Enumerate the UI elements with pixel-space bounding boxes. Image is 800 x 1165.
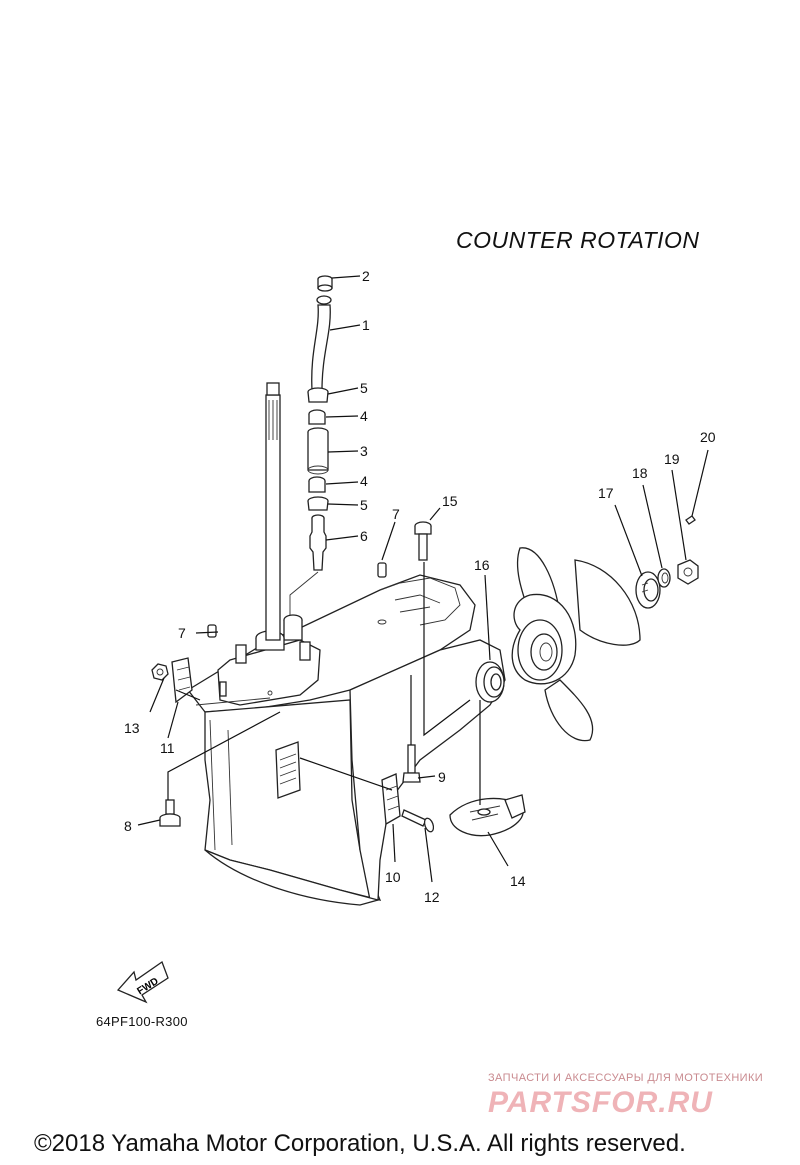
callout-labels: 2 1 5 4 3 4 5 6 7 15 16 17 18 19 20 7 13… (124, 268, 716, 905)
part-14-trim-tab (449, 794, 526, 837)
part-10-anode (381, 773, 401, 826)
part-8-bolt (159, 799, 181, 827)
lower-unit-housing (187, 574, 506, 906)
part-6-water-pipe (309, 514, 327, 571)
callout-2: 2 (362, 268, 370, 284)
part-13-nut (151, 663, 169, 681)
copyright-notice: ©2018 Yamaha Motor Corporation, U.S.A. A… (34, 1130, 686, 1157)
callout-16: 16 (474, 557, 490, 573)
part-18-washer (657, 568, 671, 588)
fwd-arrow-icon: FWD (116, 960, 169, 1004)
drive-shaft (265, 382, 281, 641)
callout-7-left: 7 (178, 625, 186, 641)
callout-12: 12 (424, 889, 440, 905)
water-tube-guide-line (289, 571, 319, 615)
part-4-bushing-lower (308, 476, 326, 493)
watermark-tagline: ЗАПЧАСТИ И АКСЕССУАРЫ ДЛЯ МОТОТЕХНИКИ (488, 1072, 764, 1084)
part-4-bushing-upper (308, 409, 326, 425)
part-5-grommet-lower (307, 496, 329, 511)
callout-9: 9 (438, 769, 446, 785)
callout-20: 20 (700, 429, 716, 445)
callout-11: 11 (160, 740, 175, 756)
part-5-grommet-upper (307, 387, 329, 403)
callout-19: 19 (664, 451, 680, 467)
callout-18: 18 (632, 465, 648, 481)
callout-15: 15 (442, 493, 458, 509)
diagram-title: COUNTER ROTATION (456, 227, 700, 253)
part-7-dowel-right (377, 562, 387, 578)
callout-10: 10 (385, 869, 401, 885)
callout-4-upper: 4 (360, 408, 368, 424)
mount-stud (219, 681, 227, 697)
leader-lines (137, 275, 709, 883)
callout-7-right: 7 (392, 506, 400, 522)
part-17-thrust-washer (635, 571, 661, 609)
callout-6: 6 (360, 528, 368, 544)
callout-8: 8 (124, 818, 132, 834)
callout-3: 3 (360, 443, 368, 459)
water-intake-screen (275, 741, 301, 799)
part-15-bolt (414, 521, 432, 561)
callout-4-lower: 4 (360, 473, 368, 489)
part-code: 64PF100-R300 (96, 1014, 188, 1029)
callout-14: 14 (510, 873, 526, 889)
part-7-dowel-left (207, 624, 217, 638)
propeller (511, 547, 641, 742)
part-3-sleeve (307, 427, 329, 475)
watermark-logo: PARTSFOR.RU (488, 1086, 713, 1119)
callout-17: 17 (598, 485, 614, 501)
callout-13: 13 (124, 720, 140, 736)
callout-5-upper: 5 (360, 380, 368, 396)
part-12-screw (401, 809, 435, 833)
part-1-water-tube (311, 295, 332, 391)
part-16-spacer (475, 661, 505, 703)
callout-5-lower: 5 (360, 497, 368, 513)
part-20-cotter-pin (685, 515, 696, 525)
part-2-seal (317, 275, 333, 292)
callout-1: 1 (362, 317, 370, 333)
part-19-prop-nut (677, 559, 699, 585)
